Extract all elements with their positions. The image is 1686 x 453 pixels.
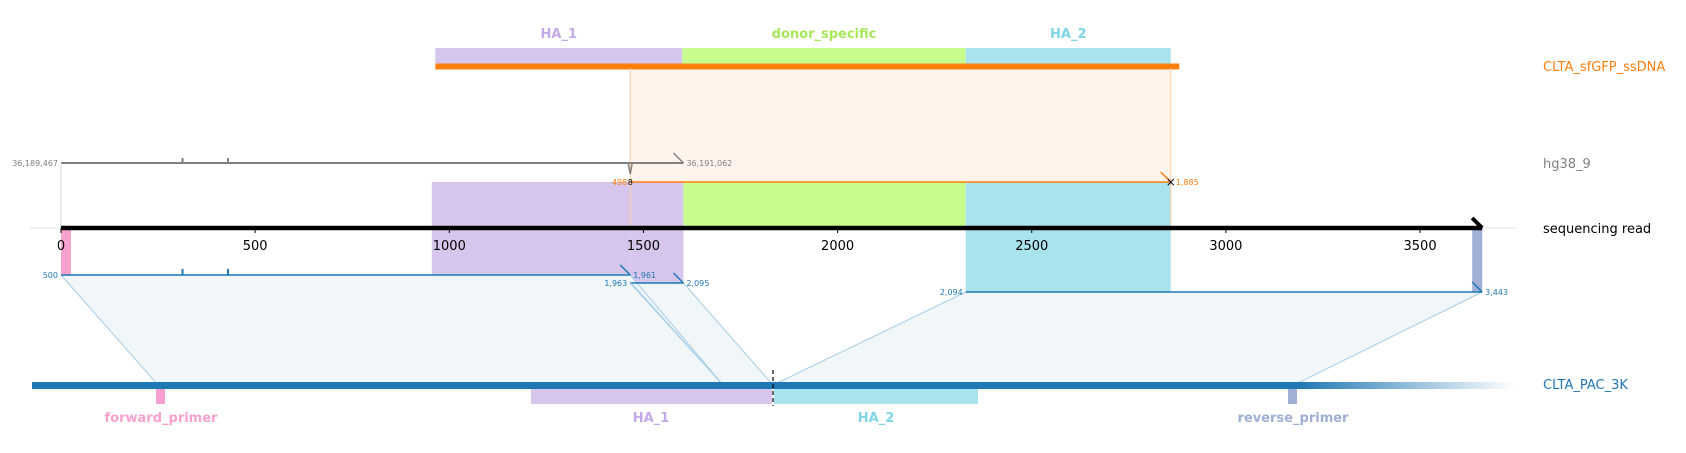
ref-alignment-fill-1 [630,283,773,385]
ssdna-alignment-end-coord: 1,885 [1176,178,1199,187]
ref-feature-label-2: HA_2 [858,411,895,426]
ssdna-bar [435,63,1180,70]
genome-break-marker [627,162,633,175]
read-forward-primer-region [61,228,71,275]
ref-feature-label-1: HA_1 [633,411,670,426]
ref-track-label: CLTA_PAC_3K [1543,378,1628,393]
ref-feature-label-0: forward_primer [105,411,219,426]
ref-alignment-start-coord-0: 500 [43,271,58,280]
genome-end-hook [672,152,684,164]
ref-feature-1 [531,389,772,404]
ref-alignment-fill-2 [773,292,1483,385]
read-reverse-primer-region [1472,228,1483,292]
ref-feature-3 [1288,389,1297,404]
ref-alignment-connector-left-2 [772,291,966,386]
ssdna-alignment-start-marker: 8 [628,178,633,187]
ref-alignment-start-coord-2: 2,094 [940,288,963,297]
genome-end-coord: 36,191,062 [686,159,732,168]
donor-feature-ha-2 [965,48,1171,65]
ref-alignment-start-coord-1: 1,963 [604,279,627,288]
read-ha2-region [965,182,1171,292]
read-tick-label-1000: 1000 [433,239,466,254]
ref-alignment-connector-right-1 [683,282,774,386]
ref-alignment-hook-0 [619,264,631,276]
read-ha1-region-2 [630,182,684,283]
ref-alignment-hook-1 [672,272,684,284]
ref-alignment-end-coord-0: 1,961 [633,271,656,280]
read-donor-region [683,182,966,228]
read-track-label: sequencing read [1543,222,1651,237]
ref-alignment-connector-right-0 [629,274,724,386]
ref-feature-2 [774,389,978,404]
ref-alignment-connector-right-2 [1293,291,1483,386]
read-tick-label-2000: 2000 [821,239,854,254]
donor-feature-ha-1 [435,48,683,65]
ssdna-alignment-end-marker: × [1166,175,1176,189]
read-tick-label-0: 0 [57,239,65,254]
ref-alignment-hook-2 [1471,281,1483,293]
ref-feature-label-3: reverse_primer [1238,411,1350,426]
read-end-arrow [1470,216,1484,230]
ref-alignment-connector-left-0 [60,274,159,386]
ref-bar-fade [1297,382,1515,389]
read-tick-label-500: 500 [243,239,268,254]
read-tick-label-3500: 3500 [1404,239,1437,254]
genome-start-coord: 36,189,467 [12,159,58,168]
donor-feature-label-2: HA_2 [1050,27,1087,42]
ref-alignment-connector-extra [630,282,724,386]
ref-alignment-end-coord-2: 3,443 [1485,288,1508,297]
read-tick-label-2500: 2500 [1015,239,1048,254]
donor-feature-donor-specific [682,48,966,65]
ref-alignment-end-coord-1: 2,095 [686,279,709,288]
genome-track-label: hg38_9 [1543,157,1591,172]
donor-feature-label-0: HA_1 [541,27,578,42]
ref-bar [32,382,1300,389]
donor-feature-label-1: donor_specific [772,27,877,42]
ssdna-track-label: CLTA_sfGFP_ssDNA [1543,60,1665,75]
ref-alignment-fill-0 [61,275,723,385]
ref-feature-0 [156,389,165,404]
ssdna-alignment-hook [1160,171,1172,183]
read-tick-label-1500: 1500 [627,239,660,254]
read-tick-label-3000: 3000 [1209,239,1242,254]
ssdna-alignment-start-coord: 498 [612,178,627,187]
